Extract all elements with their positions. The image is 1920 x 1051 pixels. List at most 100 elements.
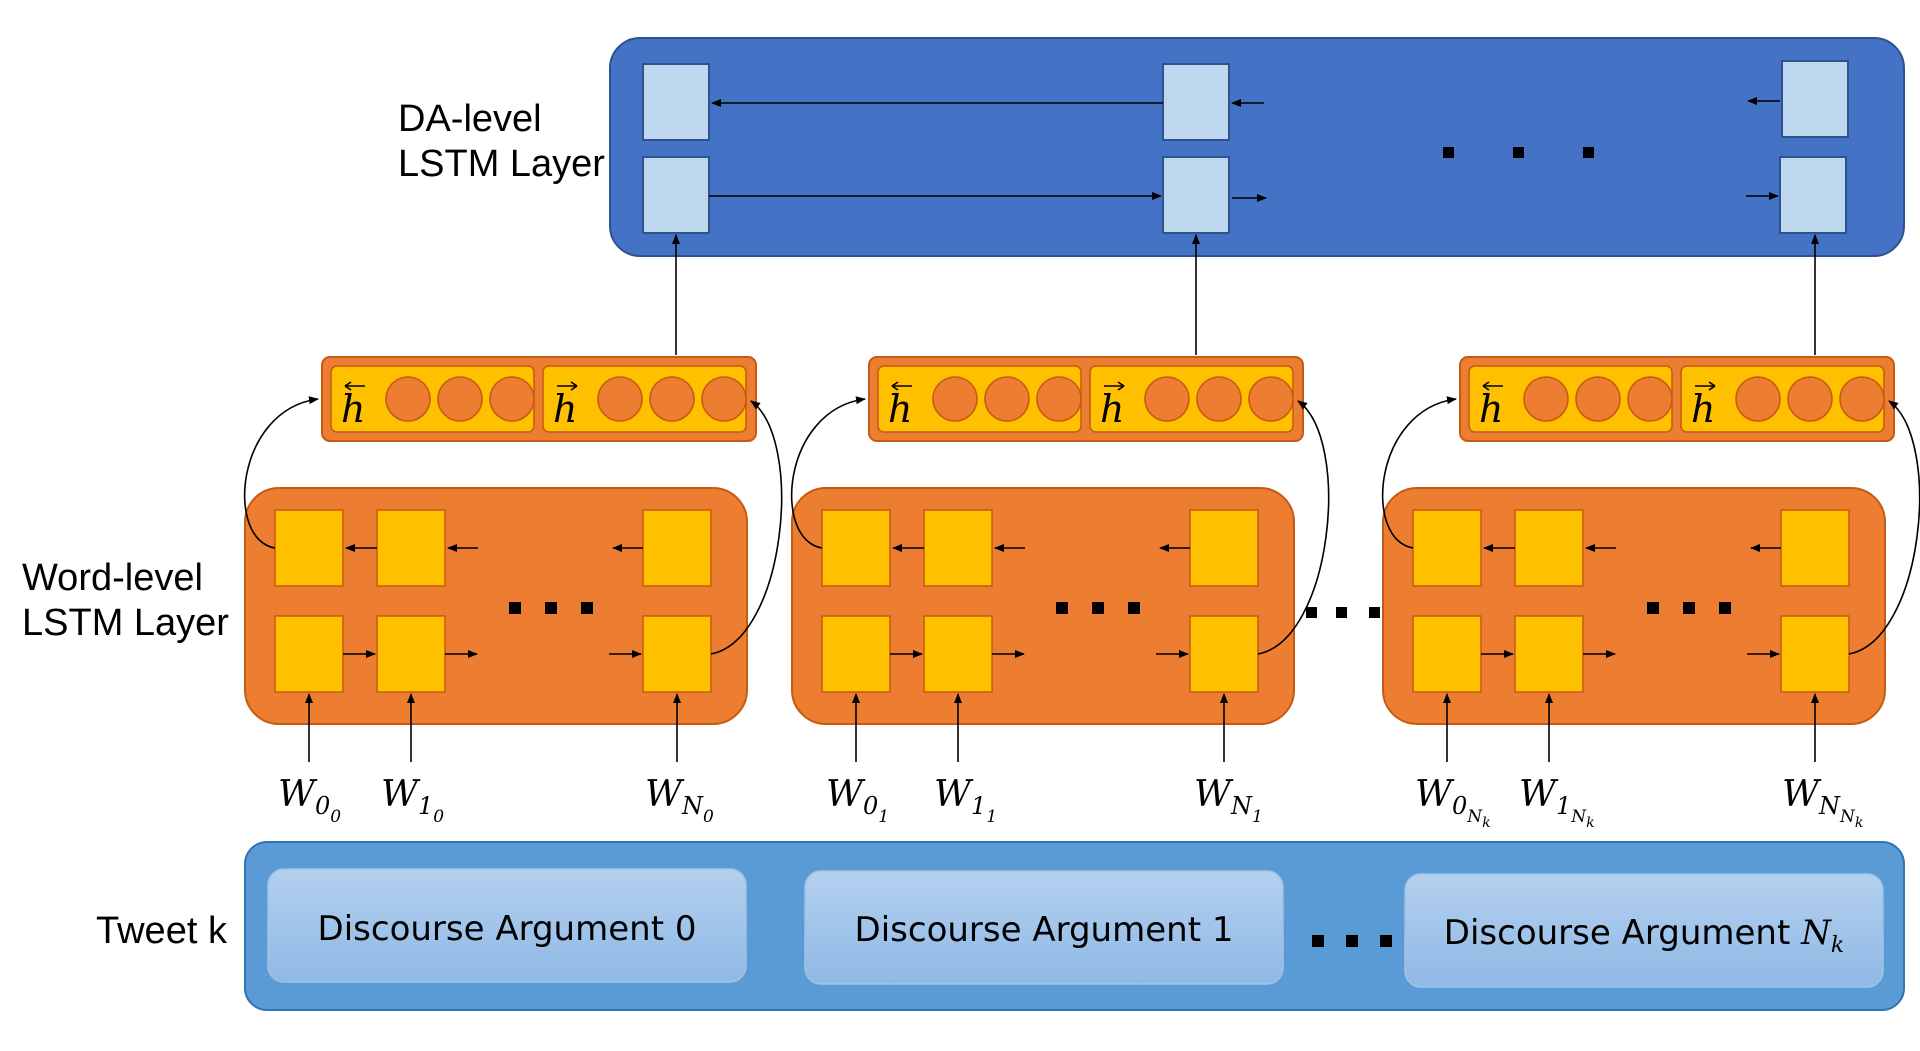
hidden-unit-circle <box>1523 376 1569 422</box>
word-input-label: W11 <box>934 774 997 827</box>
argument-label: Discourse Argument 1 <box>855 910 1234 950</box>
hidden-unit-circle <box>437 376 483 422</box>
word-level-label-line1: Word-level <box>22 557 203 599</box>
da-forward-cell <box>642 156 710 234</box>
word-input-label: W0Nk <box>1415 774 1491 831</box>
word-forward-cell <box>274 615 344 693</box>
hidden-unit-circle <box>385 376 431 422</box>
hidden-unit-circle <box>1735 376 1781 422</box>
ellipsis-dot <box>545 602 557 614</box>
right-arrowhead-icon <box>1117 381 1125 391</box>
word-level-group <box>243 396 783 762</box>
word-forward-cell <box>821 615 891 693</box>
da-backward-cell <box>1781 60 1849 138</box>
word-forward-cell <box>1412 615 1482 693</box>
right-arrowhead-icon <box>570 381 578 391</box>
word-input-label: WN1 <box>1194 774 1263 827</box>
da-backward-cell <box>1162 63 1230 141</box>
da-forward-cell <box>1162 156 1230 234</box>
da-ellipsis <box>1443 147 1594 158</box>
word-level-group <box>1381 396 1920 762</box>
word-input-label: WNNk <box>1782 774 1863 831</box>
discourse-argument-box: Discourse Argument Nk <box>1404 873 1884 988</box>
da-level-label: DA-level LSTM Layer <box>398 97 605 187</box>
h-forward-symbol: h <box>553 387 577 431</box>
word-backward-cell <box>642 509 712 587</box>
hidden-unit-circle <box>1575 376 1621 422</box>
discourse-argument-box: Discourse Argument 0 <box>267 868 747 983</box>
ellipsis-dot <box>581 602 593 614</box>
word-level-label-line2: LSTM Layer <box>22 602 229 644</box>
right-arrowhead-icon <box>1708 381 1716 391</box>
word-level-group <box>790 396 1330 762</box>
up-arrows-to-da <box>672 234 1819 355</box>
hidden-unit-circle <box>489 376 535 422</box>
h-forward-symbol: h <box>1691 387 1715 431</box>
backward-to-hidden-curve <box>243 396 319 549</box>
h-backward-symbol: h <box>1479 387 1503 431</box>
word-forward-cell <box>1189 615 1259 693</box>
hidden-unit-circle <box>701 376 747 422</box>
da-arrows <box>709 97 1780 202</box>
da-level-label-line2: LSTM Layer <box>398 143 605 185</box>
word-forward-cell <box>376 615 446 693</box>
forward-to-hidden-curve <box>1257 400 1330 655</box>
hidden-unit-circle <box>1787 376 1833 422</box>
ellipsis-dot <box>1683 602 1695 614</box>
word-input-label: W1Nk <box>1519 774 1595 831</box>
hidden-unit-circle <box>1248 376 1294 422</box>
hidden-unit-circle <box>984 376 1030 422</box>
hidden-unit-circle <box>1196 376 1242 422</box>
word-backward-cell <box>821 509 891 587</box>
ellipsis-dot <box>1056 602 1068 614</box>
word-backward-cell <box>1412 509 1482 587</box>
h-forward-symbol: h <box>1100 387 1124 431</box>
word-input-label: W10 <box>381 774 444 827</box>
forward-to-hidden-curve <box>710 400 783 655</box>
backward-to-hidden-curve <box>790 396 866 549</box>
ellipsis-dot <box>509 602 521 614</box>
left-arrowhead-icon <box>1482 381 1490 391</box>
word-forward-cell <box>642 615 712 693</box>
argument-label: Discourse Argument Nk <box>1444 913 1844 958</box>
word-input-label: W01 <box>826 774 889 827</box>
da-cell-group-k <box>1779 60 1849 234</box>
argument-box-bg <box>804 870 1284 985</box>
word-forward-cell <box>1514 615 1584 693</box>
hidden-unit-circle <box>932 376 978 422</box>
da-backward-cell <box>642 63 710 141</box>
word-backward-cell <box>1780 509 1850 587</box>
h-backward-symbol: h <box>888 387 912 431</box>
hidden-unit-circle <box>597 376 643 422</box>
forward-to-hidden-curve <box>1848 400 1920 655</box>
word-backward-cell <box>1189 509 1259 587</box>
da-cell-group-1 <box>1162 63 1230 234</box>
da-forward-cell <box>1779 156 1847 234</box>
word-forward-cell <box>1780 615 1850 693</box>
hidden-unit-circle <box>1627 376 1673 422</box>
da-level-layer <box>609 37 1905 257</box>
discourse-arguments: Discourse Argument 0 Discourse Argument 1… <box>267 868 1884 988</box>
argument-label: Discourse Argument 0 <box>318 909 697 949</box>
word-forward-cell <box>923 615 993 693</box>
backward-to-hidden-curve <box>1381 396 1457 549</box>
word-backward-cell <box>274 509 344 587</box>
word-input-label: WN0 <box>645 774 714 827</box>
tweet-label: Tweet k <box>96 910 227 952</box>
ellipsis-dot <box>1647 602 1659 614</box>
hidden-unit-circle <box>1144 376 1190 422</box>
word-level-label: Word-level LSTM Layer <box>22 556 229 646</box>
ellipsis-dot <box>1092 602 1104 614</box>
argument-box-bg <box>1404 873 1884 988</box>
ellipsis-dot <box>1719 602 1731 614</box>
left-arrowhead-icon <box>344 381 352 391</box>
discourse-argument-box: Discourse Argument 1 <box>804 870 1284 985</box>
hidden-unit-circle <box>1036 376 1082 422</box>
h-backward-symbol: h <box>341 387 365 431</box>
